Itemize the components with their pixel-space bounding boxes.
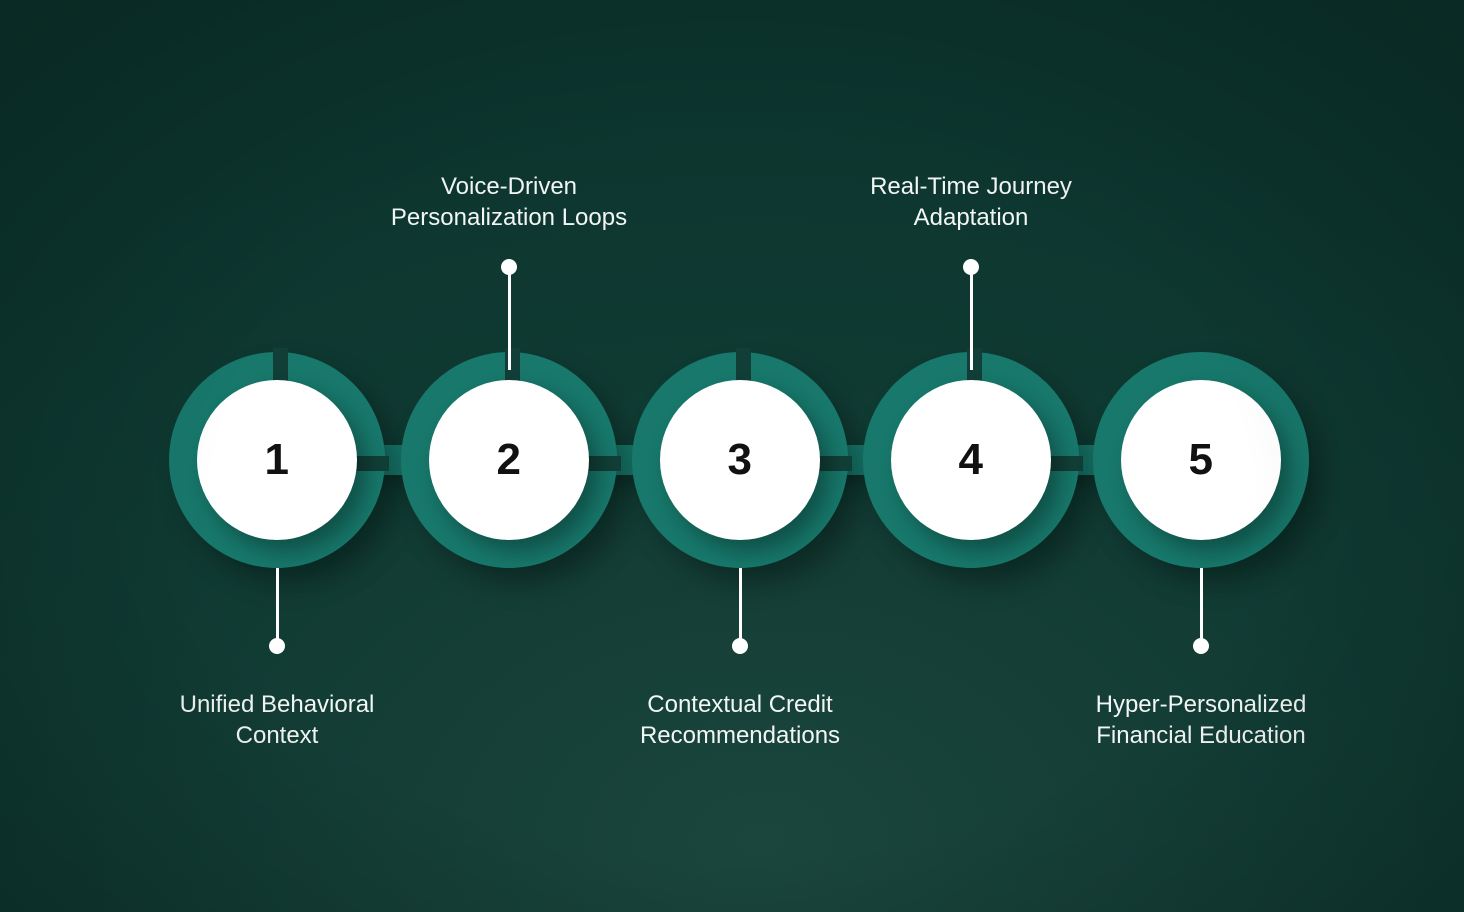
step-caption-3: Contextual Credit Recommendations [639, 691, 841, 749]
step-number-4: 4 [958, 435, 984, 484]
step-node-3[interactable]: 3 [632, 348, 852, 568]
step-caption-4: Real-Time Journey Adaptation [870, 173, 1072, 231]
step-caption-1: Unified Behavioral Context [179, 691, 375, 749]
step-number-2: 2 [496, 435, 522, 484]
ring-notch-right-2 [581, 456, 621, 471]
leader-dot-2 [501, 259, 517, 275]
ring-notch-top-1 [273, 348, 288, 388]
step-node-1[interactable]: 1 [169, 348, 389, 568]
leader-line-1 [275, 568, 279, 645]
ring-notch-right-4 [1043, 456, 1083, 471]
leader-line-2 [507, 272, 511, 370]
ring-notch-right-3 [812, 456, 852, 471]
leader-line-4 [969, 272, 973, 370]
step-disc-2[interactable]: 2 [429, 380, 589, 540]
step-node-5[interactable]: 5 [1093, 352, 1309, 568]
leader-line-5 [1199, 568, 1203, 645]
step-disc-4[interactable]: 4 [891, 380, 1051, 540]
leader-line-3 [738, 568, 742, 645]
step-node-2[interactable]: 2 [401, 348, 621, 568]
step-node-4[interactable]: 4 [863, 348, 1083, 568]
step-caption-5: Hyper-Personalized Financial Education [1095, 691, 1307, 749]
leader-dot-1 [269, 638, 285, 654]
step-number-1: 1 [264, 435, 290, 484]
step-disc-5[interactable]: 5 [1121, 380, 1281, 540]
leader-dot-5 [1193, 638, 1209, 654]
step-caption-2: Voice-Driven Personalization Loops [390, 173, 628, 231]
ring-notch-right-1 [349, 456, 389, 471]
step-number-3: 3 [727, 435, 753, 484]
step-disc-3[interactable]: 3 [660, 380, 820, 540]
step-disc-1[interactable]: 1 [197, 380, 357, 540]
leader-dot-3 [732, 638, 748, 654]
step-number-5: 5 [1188, 435, 1214, 484]
leader-dot-4 [963, 259, 979, 275]
ring-notch-top-3 [736, 348, 751, 388]
